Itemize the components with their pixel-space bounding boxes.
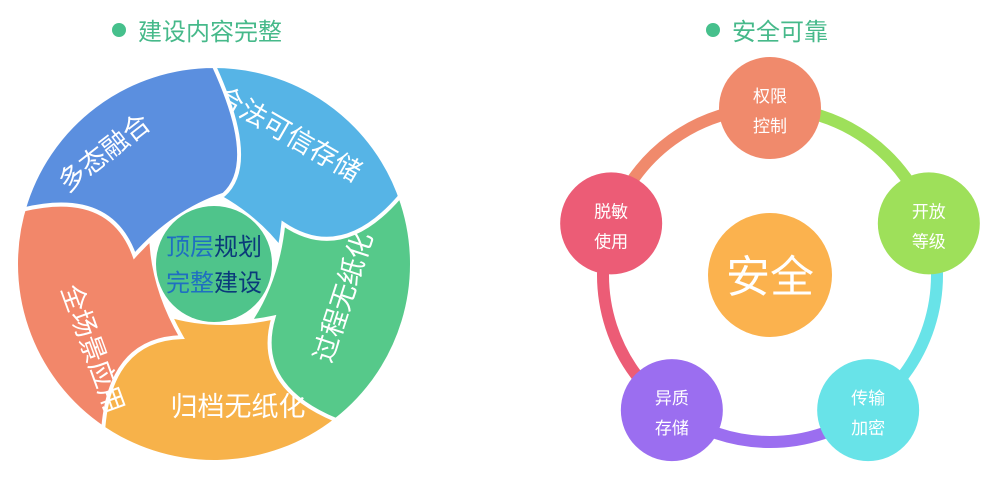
bullet-dot-icon (112, 22, 126, 37)
security-node-label-line2: 存储 (655, 419, 689, 439)
security-node-circle (877, 172, 980, 275)
security-center-label: 安全 (726, 252, 814, 303)
left-section-title: 建设内容完整 (112, 12, 282, 47)
security-center-circle (708, 213, 832, 337)
security-node-label-line1: 开放 (912, 202, 946, 222)
bullet-dot-icon (706, 22, 720, 37)
security-node-circle (719, 57, 821, 159)
left-section-title-text: 建设内容完整 (138, 18, 282, 46)
center-circle (156, 206, 272, 322)
center-text-line2: 完整建设 (166, 269, 262, 297)
security-node-circle (817, 359, 920, 462)
security-node-label-line1: 异质 (655, 389, 689, 409)
security-node-label-line2: 使用 (594, 231, 628, 252)
security-node-label-line2: 等级 (912, 232, 946, 252)
center-text-line1: 顶层规划 (166, 233, 262, 261)
security-node-label-line2: 加密 (851, 419, 885, 439)
security-node-label-line1: 传输 (851, 389, 885, 409)
right-section-title: 安全可靠 (706, 12, 828, 47)
right-section-title-text: 安全可靠 (732, 18, 828, 46)
petal-label: 归档无纸化 (171, 392, 306, 423)
security-node-label-line1: 脱敏 (594, 202, 628, 222)
petal-shape (20, 63, 242, 260)
security-node-circle (620, 359, 723, 462)
security-node-label-line2: 控制 (753, 117, 787, 137)
security-node-label-line1: 权限 (753, 87, 787, 107)
security-node-circle (560, 172, 663, 275)
